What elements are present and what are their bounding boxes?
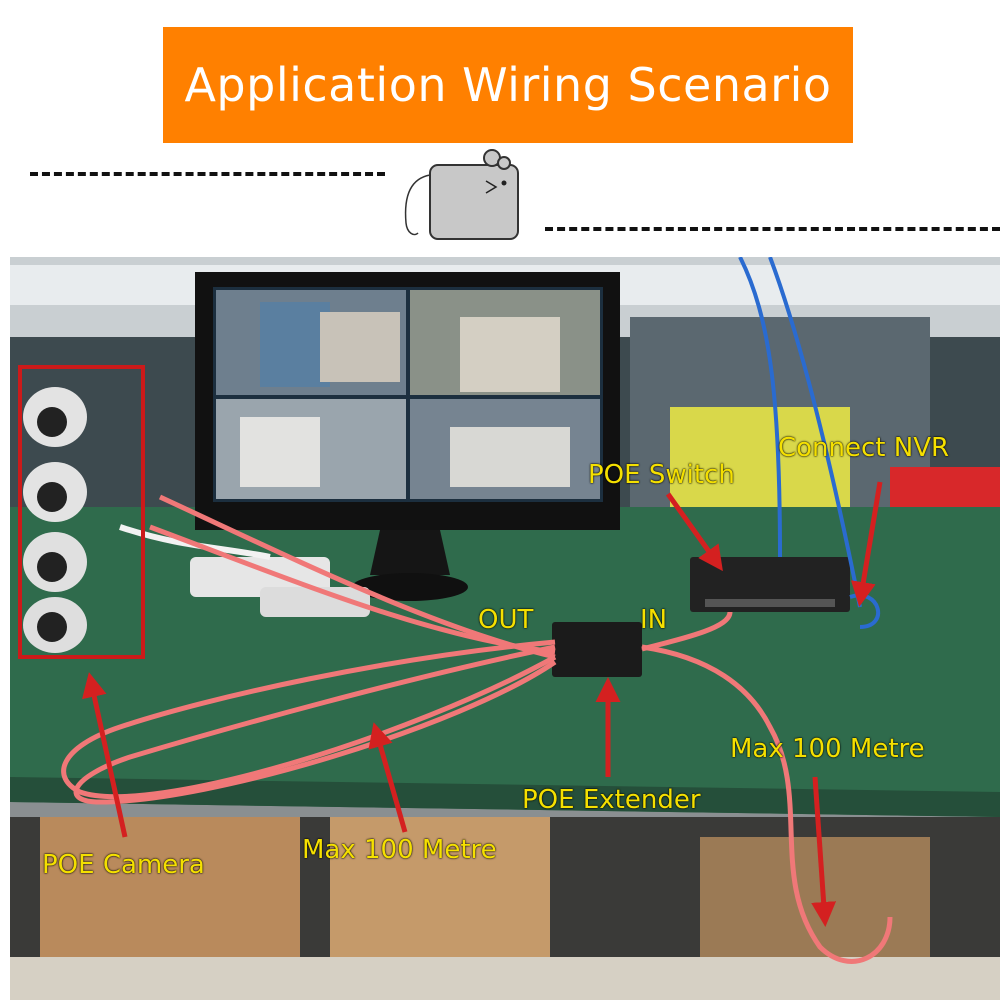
poe-camera-label: POE Camera	[42, 850, 205, 880]
poe-extender-label: POE Extender	[522, 785, 701, 815]
banner-title: Application Wiring Scenario	[184, 58, 832, 112]
wiring-photo	[10, 257, 1000, 1000]
dashed-divider-left	[30, 172, 385, 176]
max-distance-right-label: Max 100 Metre	[730, 734, 925, 764]
mouse-icon	[400, 145, 530, 245]
in-label: IN	[640, 605, 668, 635]
title-banner: Application Wiring Scenario	[163, 27, 853, 143]
dashed-divider-right	[545, 227, 1000, 231]
out-label: OUT	[478, 605, 534, 635]
poe-switch-label: POE Switch	[588, 460, 735, 490]
connect-nvr-label: Connect NVR	[778, 433, 950, 463]
max-distance-left-label: Max 100 Metre	[302, 835, 497, 865]
